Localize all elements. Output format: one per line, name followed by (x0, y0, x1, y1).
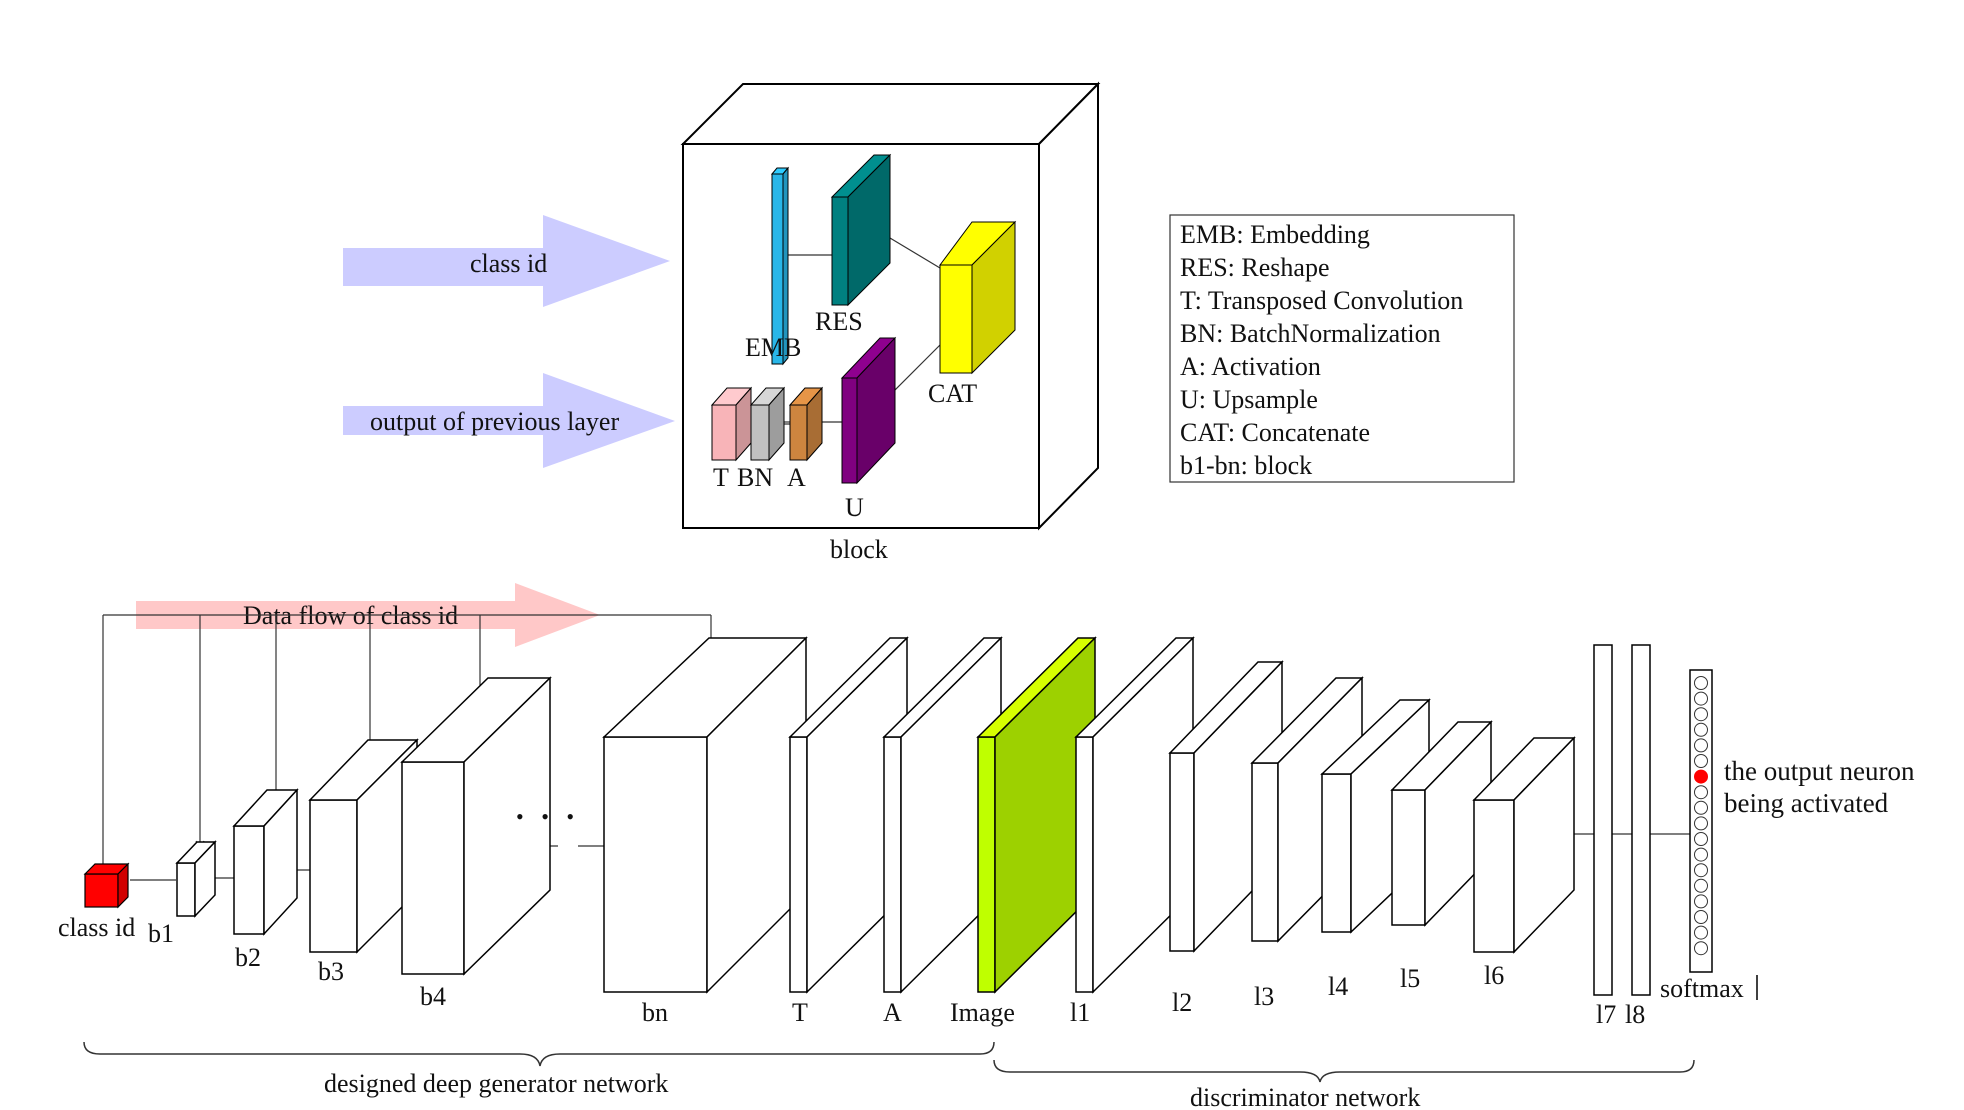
output-neuron (1694, 738, 1708, 753)
layer-l1 (1074, 636, 1195, 994)
u-layer (840, 336, 897, 485)
a-block (882, 636, 1003, 994)
output-neuron (1694, 785, 1708, 800)
layer-l5 (1390, 720, 1493, 927)
bn-layer (749, 386, 786, 462)
block-b2 (232, 788, 299, 936)
cat-label: CAT (928, 379, 977, 408)
l5-label: l5 (1400, 964, 1420, 993)
discriminator-label: discriminator network (1190, 1083, 1420, 1110)
output-neuron (1694, 910, 1708, 924)
t-label: T (713, 463, 729, 492)
output-neuron (1694, 832, 1708, 846)
class-id-input-label: class id (470, 249, 547, 278)
active-output-neuron (1694, 769, 1708, 784)
a-block-label: A (883, 998, 902, 1027)
emb-label: EMB (745, 333, 801, 362)
b3-label: b3 (318, 957, 344, 986)
class-id-cube (83, 862, 130, 909)
u-label: U (845, 493, 864, 522)
l2-label: l2 (1172, 988, 1192, 1017)
block-b3 (308, 738, 419, 954)
output-neuron (1694, 894, 1708, 909)
a-label: A (787, 463, 806, 492)
image-label: Image (950, 998, 1015, 1027)
legend-item-t: T: Transposed Convolution (1180, 286, 1463, 315)
block-cube (680, 81, 1101, 531)
previous-layer-input-arrow (343, 373, 675, 468)
legend-item-emb: EMB: Embedding (1180, 220, 1370, 249)
output-neuron (1694, 941, 1708, 956)
output-neuron (1694, 722, 1708, 737)
t-block-label: T (792, 998, 808, 1027)
legend-box: EMB: Embedding RES: Reshape T: Transpose… (1169, 214, 1515, 483)
legend-item-bn: BN: BatchNormalization (1180, 319, 1441, 348)
block-b1 (175, 840, 217, 918)
a-layer (788, 386, 824, 462)
image-block (976, 636, 1097, 994)
l7-label: l7 (1596, 1000, 1616, 1029)
generator-label: designed deep generator network (324, 1069, 668, 1098)
layer-l6 (1472, 736, 1576, 954)
output-neuron (1694, 676, 1708, 690)
softmax-neurons (1694, 676, 1708, 956)
softmax-label: softmax (1660, 974, 1744, 1003)
t-block (788, 636, 909, 994)
dense-l8 (1631, 644, 1651, 996)
output-neuron (1694, 800, 1708, 815)
b2-label: b2 (235, 943, 261, 972)
legend-item-res: RES: Reshape (1180, 253, 1330, 282)
block-bn (602, 636, 808, 994)
class-id-node-label: class id (58, 913, 135, 942)
l8-label: l8 (1625, 1000, 1645, 1029)
l3-label: l3 (1254, 982, 1274, 1011)
legend-item-u: U: Upsample (1180, 385, 1318, 414)
output-neuron (1694, 816, 1708, 831)
class-id-input-arrow (343, 215, 670, 307)
ellipsis: • • • (516, 804, 580, 829)
output-neuron (1694, 691, 1708, 706)
output-neuron-label-line1: the output neuron (1724, 756, 1915, 786)
block-caption: block (830, 535, 888, 564)
emb-layer (770, 166, 790, 366)
generator-bracket (83, 1041, 995, 1067)
t-layer (710, 386, 753, 462)
bn-label: BN (737, 463, 773, 492)
res-layer (830, 153, 892, 307)
res-label: RES (815, 307, 863, 336)
output-neuron (1694, 754, 1708, 768)
output-neuron (1694, 847, 1708, 862)
legend-item-cat: CAT: Concatenate (1180, 418, 1370, 447)
output-neuron (1694, 878, 1708, 893)
output-neuron (1694, 707, 1708, 722)
l4-label: l4 (1328, 972, 1348, 1001)
output-neuron-label-line2: being activated (1724, 788, 1889, 818)
discriminator-bracket (993, 1059, 1695, 1083)
cat-layer (939, 220, 1017, 375)
l1-label: l1 (1070, 998, 1090, 1027)
legend-item-a: A: Activation (1180, 352, 1321, 381)
l6-label: l6 (1484, 961, 1504, 990)
b1-label: b1 (148, 919, 174, 948)
output-neuron (1694, 925, 1708, 940)
b4-label: b4 (420, 982, 446, 1011)
bn-block-label: bn (642, 998, 668, 1027)
block-b4 (400, 676, 552, 976)
legend-item-block: b1-bn: block (1180, 451, 1312, 480)
dense-l7 (1593, 644, 1613, 996)
output-neuron (1694, 863, 1708, 878)
previous-layer-input-label: output of previous layer (370, 407, 619, 436)
